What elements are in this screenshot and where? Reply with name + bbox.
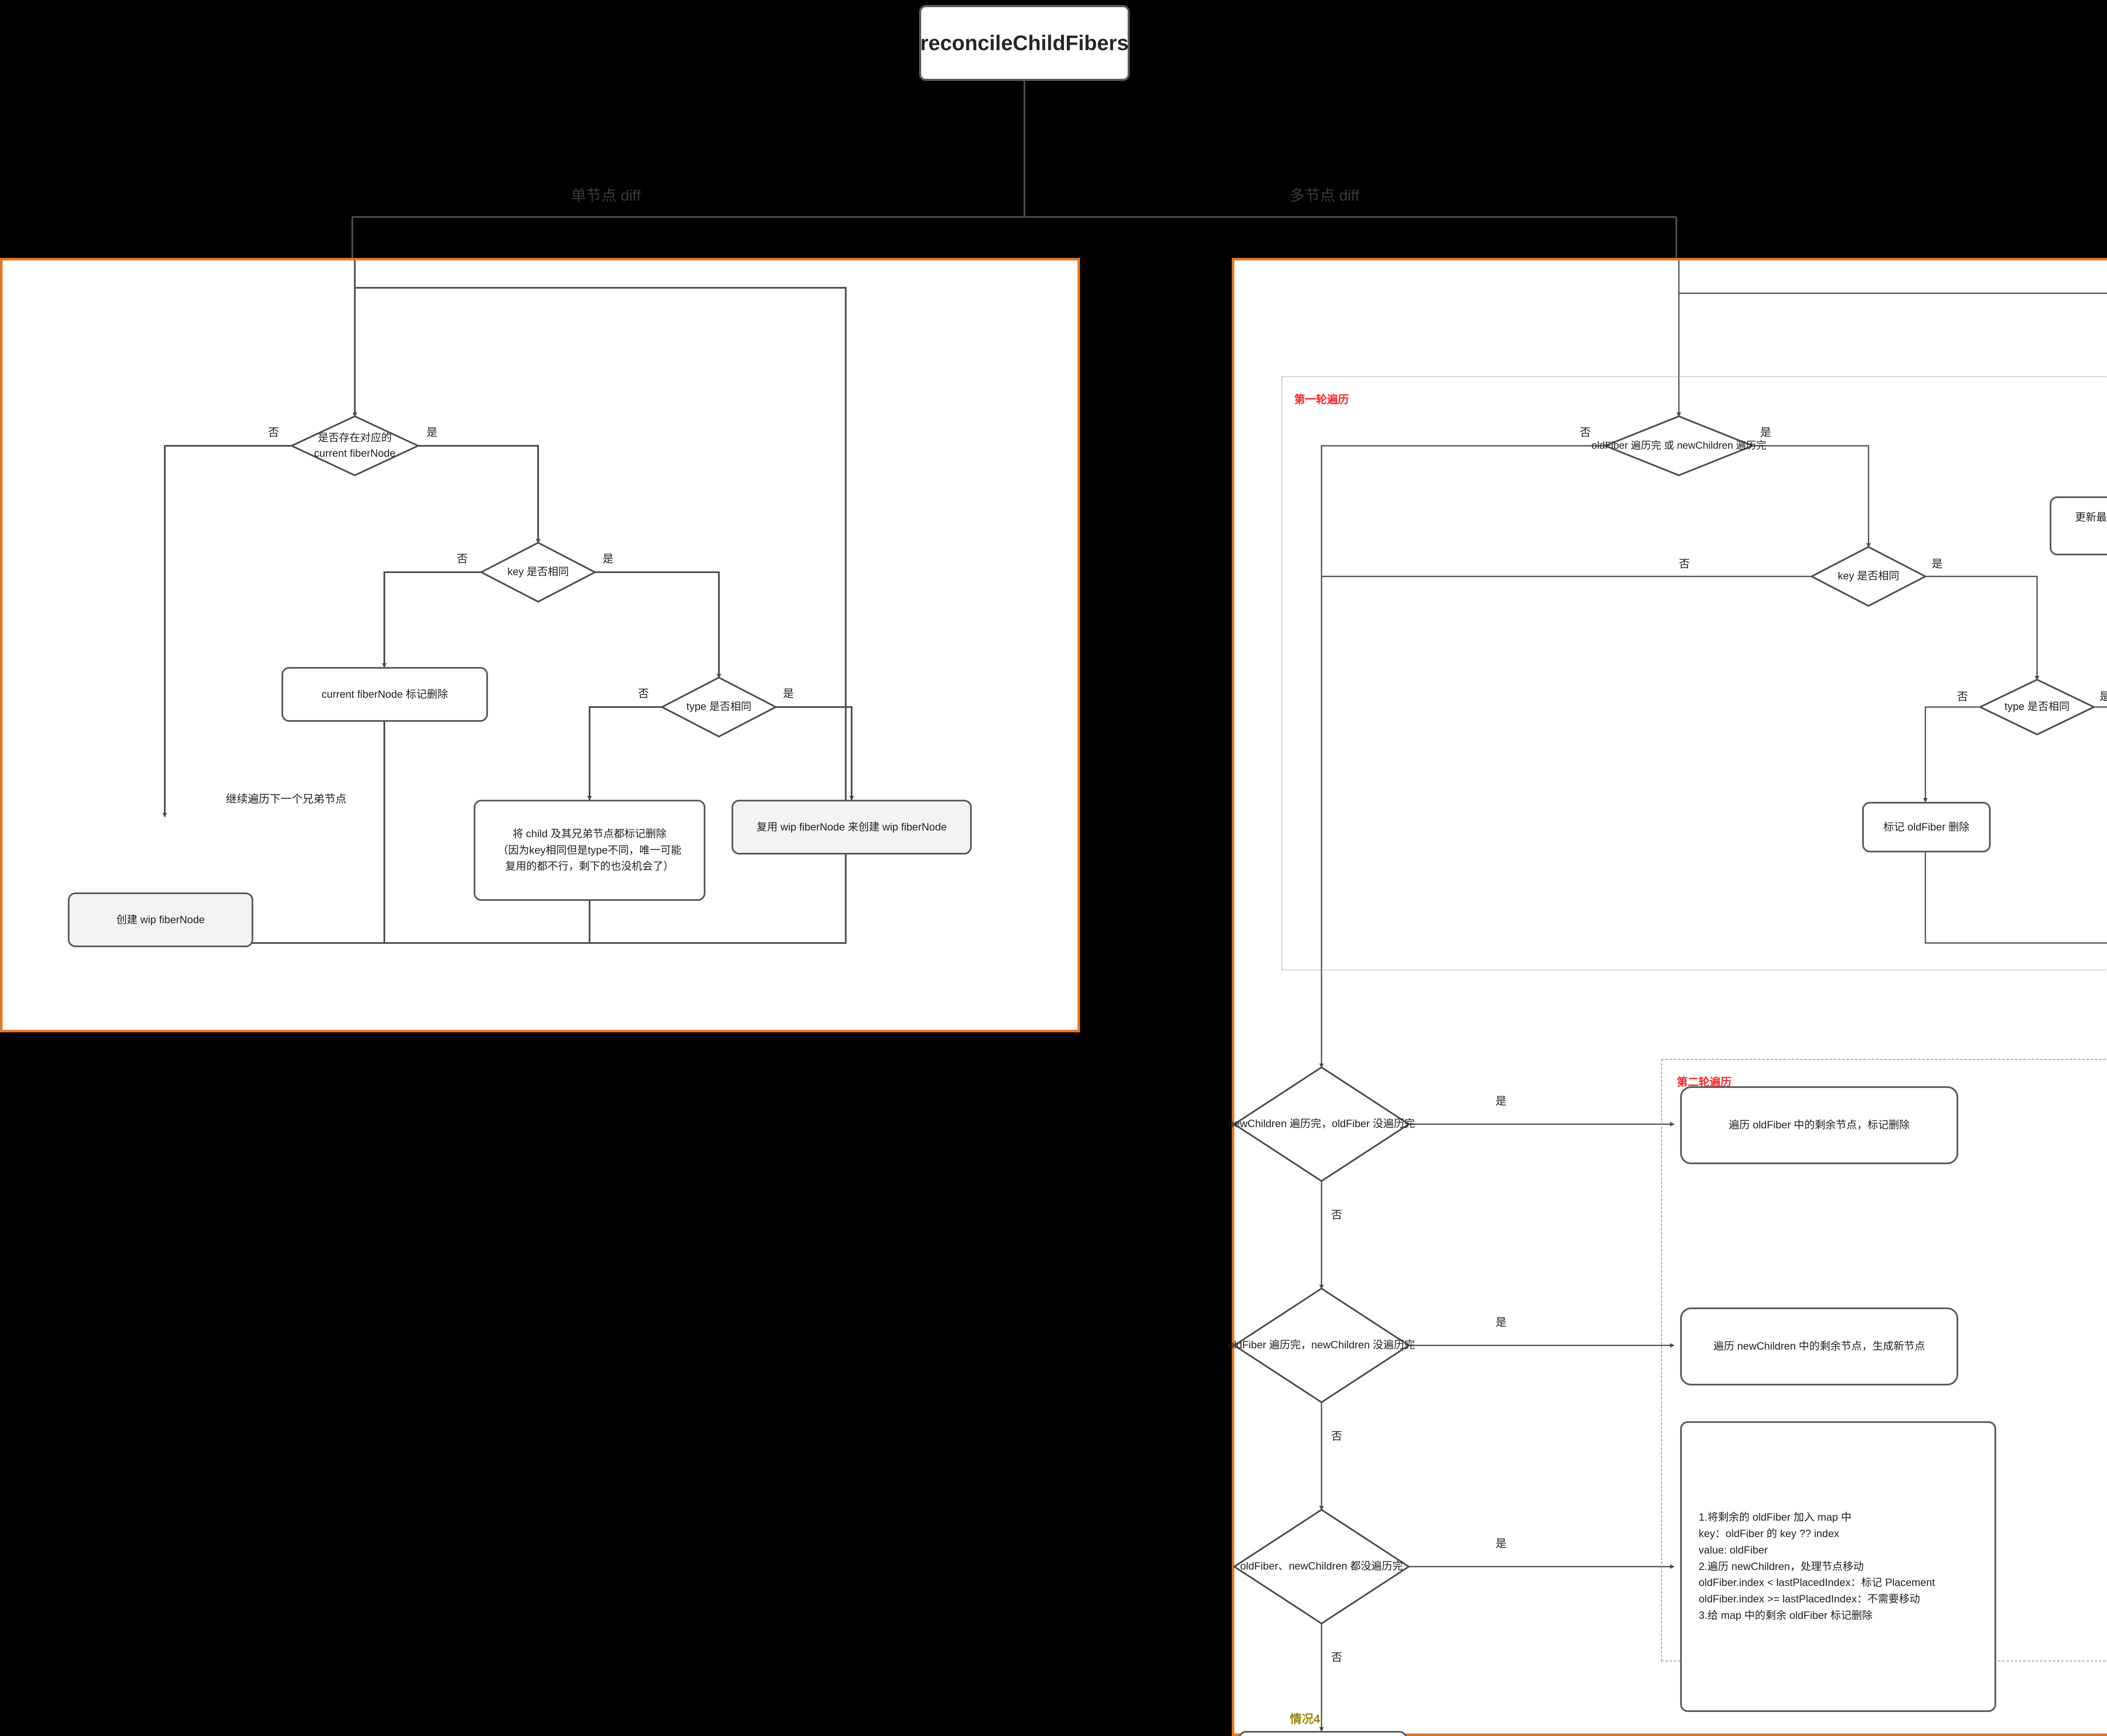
process-line-1: 更新最后一个可复用 oldFiber 的位置索引 (2075, 512, 2107, 524)
edge-label-yes: 是 (1760, 426, 1772, 439)
process-label: 遍历 oldFiber 中的剩余节点，标记删除 (1729, 1119, 1910, 1131)
multi-diff-edges (1319, 260, 2107, 1732)
decision-label: type 是否相同 (686, 701, 752, 713)
edge-label-no: 否 (638, 687, 649, 700)
decision-line-1: 是否存在对应的 (318, 431, 392, 444)
edge-label-no: 否 (1580, 426, 1591, 439)
process-update-lastplacedindex[interactable]: 更新最后一个可复用 oldFiber 的位置索引 （lastPlacedInde… (2050, 496, 2107, 555)
process-reuse-wip-fibernode[interactable]: 复用 wip fiberNode 来创建 wip fiberNode (732, 800, 972, 855)
edge-label-no: 否 (268, 426, 279, 439)
process-line-5: oldFiber.index < lastPlacedIndex：标记 Plac… (1699, 1577, 1935, 1589)
process-label: 遍历 newChildren 中的剩余节点，生成新节点 (1713, 1340, 1925, 1353)
case-title-4: 情况4 (1290, 1712, 1320, 1725)
edge-label-no: 否 (1679, 557, 1690, 570)
process-line-1: 1.将剩余的 oldFiber 加入 map 中 (1699, 1511, 1852, 1524)
top-connector-edges (351, 81, 1677, 258)
process-label: 标记 oldFiber 删除 (1883, 821, 1970, 833)
edge-label-no: 否 (1957, 690, 1968, 703)
edge-label-yes: 是 (2099, 690, 2107, 703)
decision-label: type 是否相同 (2004, 701, 2070, 713)
process-case-3-action[interactable]: 1.将剩余的 oldFiber 加入 map 中 key：oldFiber 的 … (1680, 1421, 1996, 1712)
edge-label-no: 否 (1331, 1430, 1343, 1442)
decision-label: oldFiber、newChildren 都没遍历完 (1240, 1560, 1403, 1573)
decision-label: key 是否相同 (1838, 570, 1899, 582)
decision-type-same[interactable]: type 是否相同 (660, 676, 778, 738)
process-create-wip-fibernode[interactable]: 创建 wip fiberNode (68, 892, 253, 947)
panel-single-node-diff: 是否存在对应的 current fiberNode 否 是 key 是否相同 否… (0, 258, 1080, 1032)
decision-type-same[interactable]: type 是否相同 (1978, 678, 2096, 736)
branch-label-single: 单节点 diff (571, 187, 641, 204)
edge-label-yes: 是 (603, 552, 614, 565)
process-case-2-action[interactable]: 遍历 newChildren 中的剩余节点，生成新节点 (1680, 1307, 1958, 1385)
decision-line-2: current fiberNode (314, 447, 396, 459)
group-title-first-round: 第一轮遍历 (1294, 393, 1349, 406)
panel-multi-node-diff: 第一轮遍历 第二轮遍历 oldFiber 遍历完 或 newChildren 遍… (1228, 258, 2107, 1736)
edge-label-no: 否 (1331, 1208, 1343, 1221)
process-line-6: oldFiber.index >= lastPlacedIndex：不需要移动 (1699, 1593, 1920, 1605)
decision-oldfiber-or-newchildren-done[interactable]: oldFiber 遍历完 或 newChildren 遍历完 (1592, 415, 1766, 477)
decision-case-2[interactable]: oldFiber 遍历完，newChildren 没遍历完 (1228, 1287, 1415, 1404)
decision-case-1[interactable]: newChildren 遍历完，oldFiber 没遍历完 (1228, 1066, 1415, 1182)
root-node-label: reconcileChildFibers (920, 31, 1129, 55)
edge-label-yes: 是 (426, 426, 438, 439)
process-label: current fiberNode 标记删除 (321, 688, 448, 700)
decision-case-3[interactable]: oldFiber、newChildren 都没遍历完 (1233, 1508, 1410, 1625)
process-line-3: value: oldFiber (1699, 1544, 1768, 1556)
process-line-4: 2.遍历 newChildren，处理节点移动 (1699, 1560, 1864, 1573)
process-label: 创建 wip fiberNode (116, 914, 205, 926)
process-line-1: 将 child 及其兄弟节点都标记删除 (512, 828, 667, 840)
process-line-2: key：oldFiber 的 key ?? index (1699, 1528, 1839, 1540)
edge-note-continue-next-sibling: 继续遍历下一个兄弟节点 (226, 793, 347, 805)
edge-label-yes: 是 (1496, 1537, 1507, 1550)
decision-key-same[interactable]: key 是否相同 (1809, 546, 1927, 607)
edge-label-yes: 是 (783, 687, 794, 700)
decision-label: newChildren 遍历完，oldFiber 没遍历完 (1228, 1118, 1415, 1130)
edge-label-no: 否 (1331, 1651, 1343, 1664)
edge-label-yes: 是 (1496, 1095, 1507, 1107)
process-delete-child-and-siblings[interactable]: 将 child 及其兄弟节点都标记删除 （因为key相同但是type不同，唯一可… (474, 800, 705, 901)
process-label: 复用 wip fiberNode 来创建 wip fiberNode (756, 821, 947, 833)
process-mark-oldfiber-delete[interactable]: 标记 oldFiber 删除 (1862, 802, 1991, 852)
process-case-1-action[interactable]: 遍历 oldFiber 中的剩余节点，标记删除 (1680, 1086, 1958, 1164)
process-line-7: 3.给 map 中的剩余 oldFiber 标记删除 (1699, 1609, 1873, 1621)
decision-label: key 是否相同 (507, 566, 569, 578)
process-line-2: （因为key相同但是type不同，唯一可能 (497, 844, 682, 856)
branch-label-multi: 多节点 diff (1289, 187, 1359, 204)
root-node[interactable]: reconcileChildFibers (919, 5, 1130, 81)
decision-label: oldFiber 遍历完，newChildren 没遍历完 (1228, 1339, 1415, 1351)
decision-key-same[interactable]: key 是否相同 (479, 541, 597, 603)
process-line-3: 复用的都不行，剩下的也没机会了） (505, 860, 674, 873)
process-case-4-action[interactable]: oldFiber、newChildren 都遍历完 (1238, 1731, 1407, 1736)
edge-label-yes: 是 (1932, 557, 1943, 570)
decision-has-current-fibernode[interactable]: 是否存在对应的 current fiberNode (290, 415, 420, 477)
decision-label: oldFiber 遍历完 或 newChildren 遍历完 (1591, 440, 1767, 451)
process-mark-current-fibernode-delete[interactable]: current fiberNode 标记删除 (281, 667, 488, 722)
edge-label-no: 否 (457, 552, 468, 565)
edge-label-yes: 是 (1496, 1316, 1507, 1329)
group-frame-first-round (1281, 376, 2107, 970)
